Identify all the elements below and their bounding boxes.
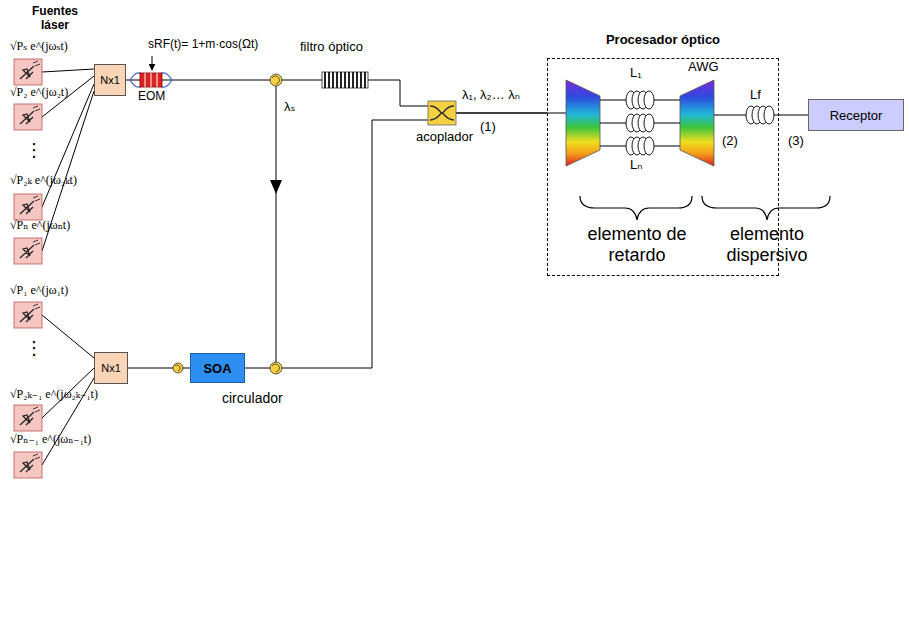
label: L₁ — [630, 66, 642, 81]
region-heading: Procesador óptico — [606, 32, 720, 47]
coupler-symbol — [428, 101, 456, 125]
laser-icon — [14, 452, 42, 478]
label: ⋮ — [25, 140, 43, 161]
laser-icon — [14, 405, 42, 431]
awg-symbol — [547, 80, 779, 166]
laser-field: √P₂ₖ e^(jω₂ₖt) — [10, 174, 77, 188]
fiber-lines — [42, 69, 94, 465]
direction-arrow — [270, 180, 282, 194]
laser-icon — [14, 302, 42, 328]
laser-field: √P₁ e^(jω₁t) — [10, 284, 68, 298]
processor-region: Procesador óptico — [547, 28, 779, 276]
process-box: SOA — [190, 353, 245, 383]
laser-icon — [14, 194, 42, 220]
brace-symbol — [580, 196, 830, 220]
laser-icons — [14, 59, 42, 478]
label: (2) — [722, 134, 738, 149]
dashed-frame — [547, 58, 779, 276]
label: λₛ — [284, 100, 295, 115]
modulator-symbol — [130, 73, 172, 87]
label: elemento dispersivo — [702, 224, 832, 265]
box-label: Nx1 — [101, 362, 121, 374]
label: sRF(t)= 1+m·cos(Ωt) — [148, 38, 258, 52]
label: (1) — [480, 120, 496, 135]
label: (3) — [788, 134, 804, 149]
laser-field: √Pₛ e^(jωₛt) — [10, 40, 68, 54]
laser-icon — [14, 59, 42, 85]
label: AWG — [688, 60, 719, 75]
laser-icon — [14, 238, 42, 264]
laser-field: √Pₙ₋₁ e^(jωₙ₋₁t) — [10, 433, 91, 447]
box-label: Nx1 — [100, 74, 120, 86]
label: acoplador — [416, 130, 473, 145]
rf-arrow — [152, 56, 153, 70]
label: Lₙ — [630, 158, 642, 173]
box-label: Receptor — [830, 108, 883, 123]
filter-symbol — [322, 72, 368, 88]
laser-field: √P₂ₖ₋₁ e^(jω₂ₖ₋₁t) — [10, 388, 98, 402]
label: Lf — [750, 88, 761, 103]
fiber-connector — [245, 113, 547, 368]
process-box: Receptor — [808, 99, 904, 131]
label: ⋮ — [25, 338, 43, 359]
laser-icon — [14, 104, 42, 130]
circulator-symbol — [173, 74, 282, 374]
laser-field: √P₂ e^(jω₂t) — [10, 86, 68, 100]
label: EOM — [138, 90, 165, 104]
fiber-connector — [779, 115, 808, 116]
laser-field: √Pₙ e^(jωₙt) — [10, 219, 70, 233]
fiber-line — [276, 86, 277, 362]
process-box: Nx1 — [94, 352, 128, 384]
label: elemento de retardo — [572, 224, 702, 265]
process-box: Nx1 — [94, 64, 126, 96]
label: filtro óptico — [300, 40, 363, 55]
box-label: SOA — [203, 361, 231, 376]
label: Fuentes láser — [24, 5, 86, 33]
label: λ₁, λ₂… λₙ — [462, 88, 520, 103]
label: circulador — [222, 390, 283, 406]
